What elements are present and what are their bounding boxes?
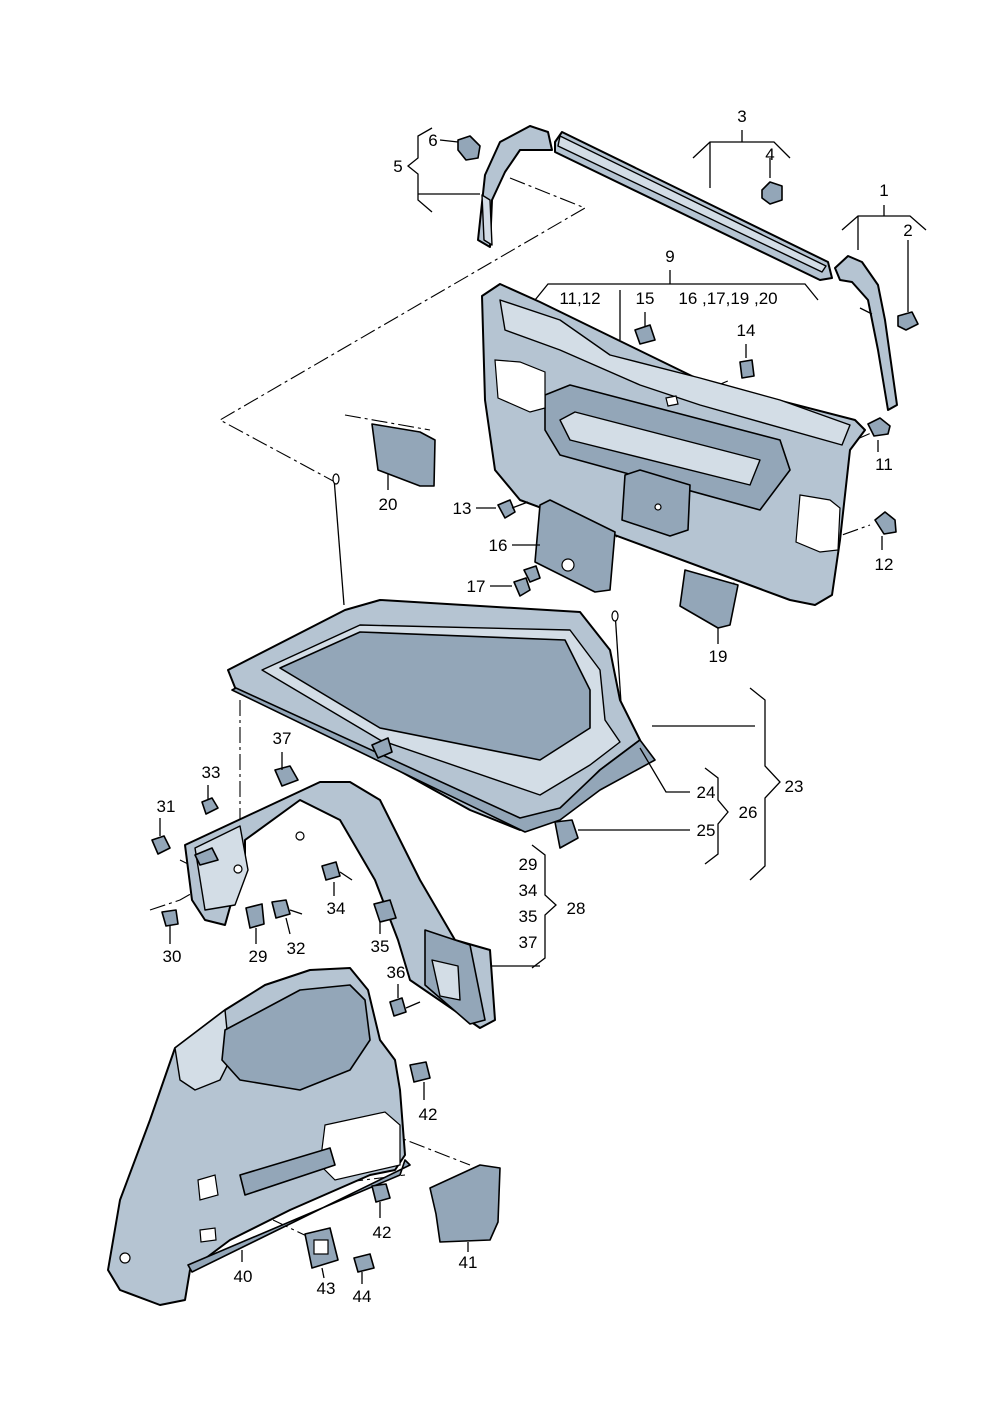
screw-44-icon [353, 1253, 375, 1273]
callout-37: 37 [273, 729, 292, 748]
callout-5: 5 [393, 157, 402, 176]
screw-32-icon [271, 899, 291, 919]
clip-11-icon [867, 417, 891, 437]
clip-6-icon [457, 135, 481, 161]
callout-28-group-c: 35 [519, 907, 538, 926]
callout-19: 19 [709, 647, 728, 666]
right-pillar-trim [834, 255, 898, 411]
clip-4-icon [761, 181, 783, 205]
callout-34: 34 [327, 899, 346, 918]
callout-40: 40 [234, 1267, 253, 1286]
clip-17-icon [513, 577, 531, 597]
clip-14-icon [739, 359, 755, 379]
callout-1: 1 [879, 181, 888, 200]
handle-16-icon [534, 499, 616, 593]
clip-33-icon [201, 797, 219, 815]
callout-28-group-a: 29 [519, 855, 538, 874]
clip-29-icon [245, 903, 265, 929]
cover-19-icon [679, 569, 739, 629]
callout-17: 17 [467, 577, 486, 596]
clip-31-icon [151, 835, 171, 855]
callout-28-group-d: 37 [519, 933, 538, 952]
callout-3: 3 [737, 107, 746, 126]
callout-6: 6 [428, 131, 437, 150]
screw-42a-icon [409, 1061, 431, 1083]
clip-30-icon [161, 909, 179, 927]
callout-9-group-c: 16 ,17,19 ,20 [678, 289, 777, 308]
leader-lines [159, 127, 927, 1284]
callout-9-group-a: 11,12 [559, 289, 600, 308]
callout-20: 20 [379, 495, 398, 514]
callout-28-group-b: 34 [519, 881, 538, 900]
callout-32: 32 [287, 939, 306, 958]
side-lower-trim-panel [107, 967, 501, 1306]
callout-33: 33 [202, 763, 221, 782]
clip-15-icon [634, 324, 656, 345]
cover-41-icon [429, 1164, 501, 1243]
callout-14: 14 [737, 321, 756, 340]
callout-4: 4 [765, 145, 774, 164]
clip-12-icon [874, 511, 897, 535]
callout-9: 9 [665, 247, 674, 266]
callout-36: 36 [387, 963, 406, 982]
clip-35-icon [373, 899, 397, 923]
tailgate-small-parts [371, 417, 897, 629]
upper-header-trim [554, 131, 833, 281]
callout-41: 41 [459, 1253, 478, 1272]
clip-25-icon [554, 819, 579, 849]
parcel-shelf [227, 473, 656, 849]
callout-23: 23 [785, 777, 804, 796]
callout-2: 2 [903, 221, 912, 240]
callout-12: 12 [875, 555, 894, 574]
callout-labels: 1 2 3 4 5 6 9 11,12 15 16 ,17,19 ,20 14 … [157, 107, 913, 1306]
callout-28: 28 [567, 899, 586, 918]
left-pillar-trim [477, 125, 553, 248]
callout-26: 26 [739, 803, 758, 822]
callout-42-upper: 42 [419, 1105, 438, 1124]
side-upper-trim [151, 765, 496, 1029]
callout-13: 13 [453, 499, 472, 518]
screw-13-icon [497, 499, 516, 519]
screw-36-icon [389, 997, 407, 1017]
callout-44: 44 [353, 1287, 372, 1306]
clip-2-icon [897, 311, 919, 331]
callout-24: 24 [697, 783, 716, 802]
cover-20-icon [371, 423, 436, 487]
callout-29: 29 [249, 947, 268, 966]
callout-31: 31 [157, 797, 176, 816]
clips-top [457, 135, 919, 331]
callout-9-group-b: 15 [636, 289, 655, 308]
callout-11: 11 [875, 455, 893, 474]
tailgate-trim-panel [481, 283, 866, 606]
screw-42b-icon [371, 1183, 391, 1203]
callout-25: 25 [697, 821, 716, 840]
callout-42-lower: 42 [373, 1223, 392, 1242]
callout-35: 35 [371, 937, 390, 956]
callout-30: 30 [163, 947, 182, 966]
callout-16: 16 [489, 536, 508, 555]
screw-34-icon [321, 861, 341, 881]
callout-43: 43 [317, 1279, 336, 1298]
clip-37-icon [274, 765, 299, 787]
